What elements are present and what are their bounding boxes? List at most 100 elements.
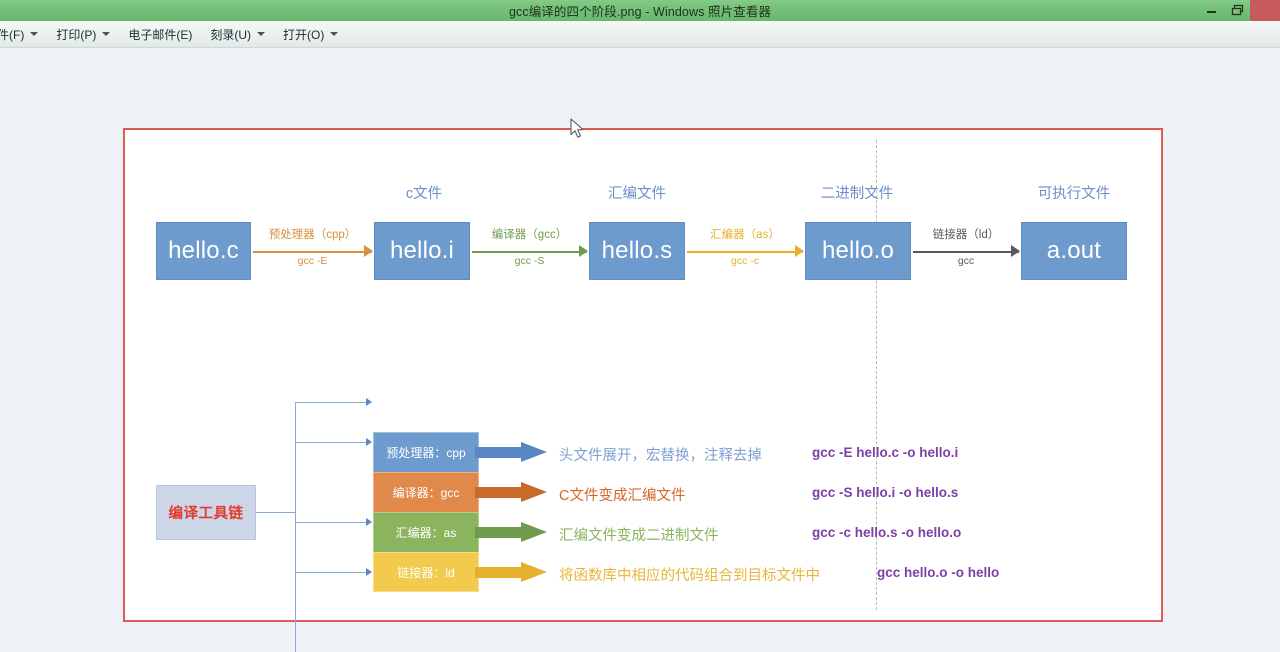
block-arrow-assemble	[475, 522, 547, 543]
file-box-hello-o: hello.o	[805, 222, 911, 280]
toolbar-item-burn-label: 刻录(U)	[210, 27, 251, 42]
connector-assemble-tool: 汇编器（as）	[710, 229, 780, 241]
connector-compile: 编译器（gcc） gcc -S	[472, 222, 588, 280]
file-box-hello-o-label: hello.o	[821, 237, 895, 264]
chevron-down-icon	[30, 32, 39, 36]
arrow-right-icon	[579, 244, 588, 257]
chevron-down-icon	[102, 32, 111, 36]
toolbar-item-email-label: 电子邮件(E)	[128, 27, 193, 42]
toolchain-row-gcc: 编译器：gcc	[373, 472, 479, 512]
toolchain-title-box: 编译工具链	[156, 485, 256, 540]
connector-link: 链接器（ld） gcc	[913, 222, 1020, 280]
toolchain-row-as: 汇编器：as	[373, 512, 479, 552]
block-arrow-preprocess	[475, 442, 547, 463]
connector-link-tool: 链接器（ld）	[932, 229, 1000, 241]
file-box-a-out: a.out	[1021, 222, 1127, 280]
toolchain-stack: 预处理器：cpp 编译器：gcc 汇编器：as 链接器：ld	[373, 432, 479, 592]
toolchain-row-cpp-label: 预处理器：cpp	[386, 446, 466, 460]
toolbar-item-email[interactable]: 电子邮件(E)	[119, 23, 201, 45]
command-link: gcc hello.o -o hello	[877, 565, 1000, 580]
arrow-right-icon	[521, 442, 547, 462]
command-preprocess: gcc -E hello.c -o hello.i	[812, 445, 959, 460]
toolbar-item-print-label: 打印(P)	[56, 27, 97, 42]
toolbar-item-file-label: 件(F)	[0, 27, 25, 42]
window-titlebar: gcc编译的四个阶段.png - Windows 照片查看器	[0, 0, 1280, 21]
file-box-hello-c: hello.c	[156, 222, 251, 280]
block-arrow-shaft	[475, 567, 523, 578]
bracket-branch-3	[295, 522, 367, 523]
bracket-branch-4	[295, 572, 367, 573]
minimize-button[interactable]	[1198, 0, 1224, 21]
bracket-stem	[256, 512, 296, 513]
stage-label-c: c文件	[405, 186, 443, 202]
bracket-spine	[295, 402, 296, 652]
connector-compile-line	[472, 251, 587, 253]
toolbar-item-open[interactable]: 打开(O)	[274, 23, 347, 45]
toolchain-row-gcc-label: 编译器：gcc	[392, 486, 460, 500]
description-assemble: 汇编文件变成二进制文件	[559, 528, 719, 544]
file-box-hello-c-label: hello.c	[168, 237, 239, 264]
arrow-right-icon	[1011, 244, 1020, 257]
chevron-down-icon	[330, 32, 339, 36]
stage-label-executable: 可执行文件	[1037, 186, 1111, 202]
file-box-hello-i-label: hello.i	[389, 237, 455, 264]
window-controls	[1198, 0, 1280, 21]
stage-label-binary: 二进制文件	[820, 186, 894, 202]
close-button[interactable]	[1250, 0, 1280, 21]
toolchain-row-as-label: 汇编器：as	[395, 526, 457, 540]
image-viewer-canvas[interactable]: c文件 汇编文件 二进制文件 可执行文件 hello.c hello.i hel…	[0, 48, 1280, 652]
arrow-right-icon	[521, 482, 547, 502]
arrow-right-icon	[521, 522, 547, 542]
connector-preprocess: 预处理器（cpp） gcc -E	[253, 222, 373, 280]
connector-link-command: gcc	[957, 255, 975, 267]
file-box-a-out-label: a.out	[1046, 237, 1102, 264]
arrow-right-icon	[521, 562, 547, 582]
toolbar-item-file[interactable]: 件(F)	[0, 23, 47, 45]
block-arrow-shaft	[475, 487, 523, 498]
restore-button[interactable]	[1224, 0, 1250, 21]
description-link: 将函数库中相应的代码组合到目标文件中	[559, 568, 820, 584]
arrow-right-icon	[366, 568, 372, 576]
toolchain-row-ld: 链接器：ld	[373, 552, 479, 592]
toolchain-title-label: 编译工具链	[168, 506, 244, 522]
toolchain-row-ld-label: 链接器：ld	[397, 565, 455, 580]
file-box-hello-s-label: hello.s	[601, 237, 673, 264]
connector-compile-tool: 编译器（gcc）	[491, 229, 568, 241]
connector-assemble-command: gcc -c	[730, 255, 759, 267]
toolbar-item-burn[interactable]: 刻录(U)	[201, 23, 274, 45]
connector-assemble-line	[687, 251, 803, 253]
chevron-down-icon	[257, 32, 265, 36]
block-arrow-shaft	[475, 447, 523, 458]
toolchain-row-cpp: 预处理器：cpp	[373, 432, 479, 472]
description-compile: C文件变成汇编文件	[559, 488, 686, 504]
connector-preprocess-command: gcc -E	[297, 255, 328, 267]
vertical-dashed-divider	[876, 140, 877, 610]
mouse-cursor	[570, 118, 586, 145]
connector-preprocess-tool: 预处理器（cpp）	[268, 229, 357, 241]
diagram-image: c文件 汇编文件 二进制文件 可执行文件 hello.c hello.i hel…	[123, 128, 1163, 652]
command-assemble: gcc -c hello.s -o hello.o	[812, 525, 962, 540]
arrow-right-icon	[366, 398, 372, 406]
file-box-hello-i: hello.i	[374, 222, 470, 280]
arrow-right-icon	[364, 244, 373, 257]
stage-label-asm: 汇编文件	[608, 186, 666, 202]
arrow-right-icon	[366, 438, 372, 446]
connector-assemble: 汇编器（as） gcc -c	[687, 222, 804, 280]
connector-compile-command: gcc -S	[514, 255, 545, 267]
toolbar-item-print[interactable]: 打印(P)	[47, 23, 119, 45]
window-title: gcc编译的四个阶段.png - Windows 照片查看器	[508, 5, 772, 19]
connector-link-line	[913, 251, 1019, 253]
viewer-toolbar: 件(F) 打印(P) 电子邮件(E) 刻录(U) 打开(O)	[0, 21, 1280, 48]
description-preprocess: 头文件展开，宏替换，注释去掉	[559, 448, 762, 464]
command-compile: gcc -S hello.i -o hello.s	[812, 485, 959, 500]
bracket-branch-1	[295, 402, 367, 403]
block-arrow-link	[475, 562, 547, 583]
file-box-hello-s: hello.s	[589, 222, 685, 280]
connector-preprocess-line	[253, 251, 372, 253]
arrow-right-icon	[795, 244, 804, 257]
block-arrow-shaft	[475, 527, 523, 538]
block-arrow-compile	[475, 482, 547, 503]
bracket-branch-2	[295, 442, 367, 443]
toolbar-item-open-label: 打开(O)	[283, 27, 325, 42]
arrow-right-icon	[366, 518, 372, 526]
